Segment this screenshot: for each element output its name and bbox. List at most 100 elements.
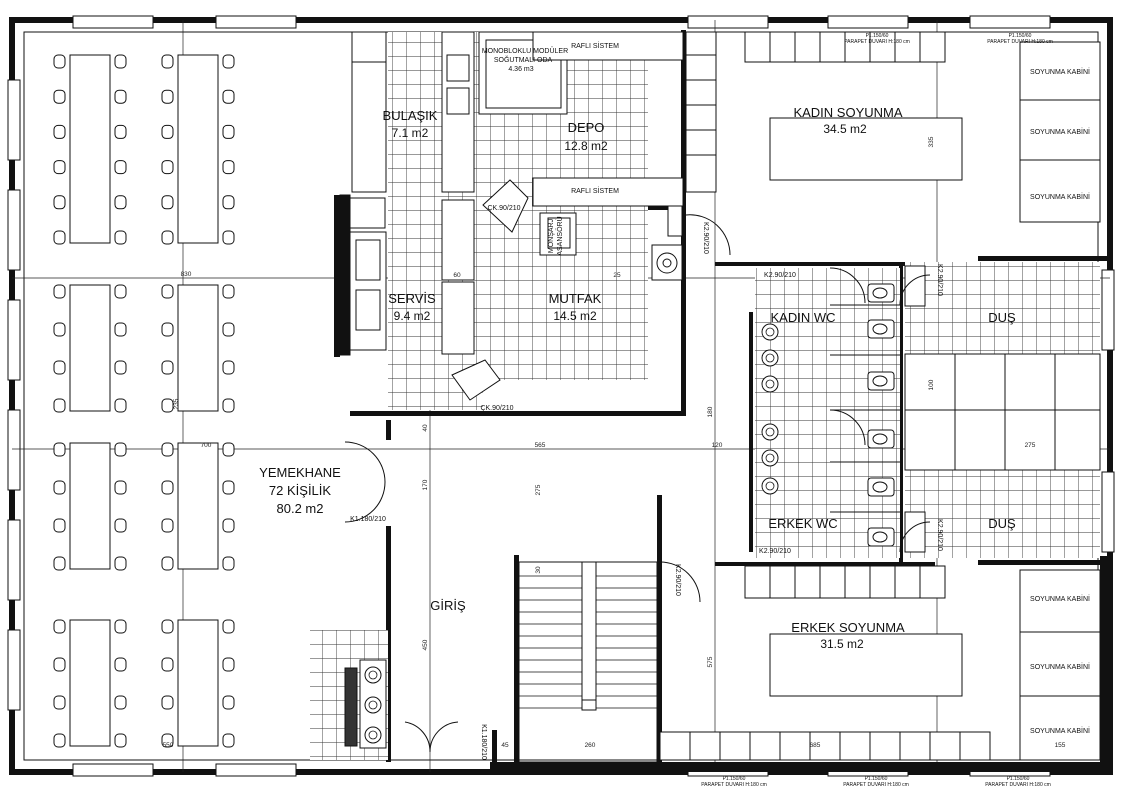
chair bbox=[222, 54, 235, 69]
dus-upper-name: DUŞ bbox=[988, 310, 1016, 325]
chair bbox=[114, 54, 127, 69]
svg-text:K2.90/210: K2.90/210 bbox=[936, 264, 943, 296]
dining-table bbox=[53, 284, 127, 413]
svg-text:RAFLI SİSTEM: RAFLI SİSTEM bbox=[571, 186, 619, 195]
chair bbox=[161, 657, 174, 672]
chair bbox=[222, 89, 235, 104]
chair bbox=[161, 322, 174, 337]
yemekhane-area: 80.2 m2 bbox=[277, 501, 324, 516]
chair bbox=[161, 195, 174, 210]
depo-name: DEPO bbox=[568, 120, 605, 135]
chair bbox=[222, 733, 235, 748]
svg-text:SOYUNMA KABİNİ: SOYUNMA KABİNİ bbox=[1030, 192, 1090, 201]
svg-text:MONOBLOKLU MODÜLER: MONOBLOKLU MODÜLER bbox=[482, 47, 568, 55]
svg-text:K2.90/210: K2.90/210 bbox=[764, 272, 796, 279]
chair bbox=[222, 657, 235, 672]
kadin-soyunma-area: 34.5 m2 bbox=[823, 122, 867, 136]
chair bbox=[222, 695, 235, 710]
svg-text:SOYUNMA KABİNİ: SOYUNMA KABİNİ bbox=[1030, 662, 1090, 671]
svg-text:K2.90/210: K2.90/210 bbox=[759, 548, 791, 555]
chair bbox=[53, 160, 66, 175]
chair bbox=[114, 619, 127, 634]
svg-text:120: 120 bbox=[712, 442, 723, 449]
stairs bbox=[518, 561, 658, 763]
chair bbox=[53, 556, 66, 571]
chair bbox=[161, 556, 174, 571]
chair bbox=[114, 518, 127, 533]
servis-area: 9.4 m2 bbox=[394, 309, 431, 323]
chair bbox=[114, 480, 127, 495]
chair bbox=[53, 284, 66, 299]
giris-name: GİRİŞ bbox=[430, 598, 466, 613]
erkek-wc-name: ERKEK WC bbox=[768, 516, 837, 531]
wash-basin bbox=[761, 423, 779, 441]
chair bbox=[222, 124, 235, 139]
svg-text:RAFLI SİSTEM: RAFLI SİSTEM bbox=[571, 41, 619, 50]
dimension-labels: 830 700 550 565 275 260 685 155 120 45 6… bbox=[163, 136, 1066, 749]
wash-basin bbox=[761, 349, 779, 367]
chair bbox=[53, 360, 66, 375]
svg-text:PARAPET DUVARI H:180 cm: PARAPET DUVARI H:180 cm bbox=[701, 782, 767, 788]
lockers bbox=[659, 31, 1101, 761]
svg-text:4.36 m3: 4.36 m3 bbox=[508, 66, 533, 73]
chair bbox=[222, 480, 235, 495]
chair bbox=[161, 124, 174, 139]
svg-text:275: 275 bbox=[535, 484, 542, 495]
chair bbox=[114, 230, 127, 245]
wash-basin bbox=[761, 323, 779, 341]
chair bbox=[53, 230, 66, 245]
svg-text:P1.150/60: P1.150/60 bbox=[865, 776, 888, 782]
door-swings bbox=[344, 214, 931, 753]
chair bbox=[114, 442, 127, 457]
chair bbox=[53, 657, 66, 672]
svg-text:P1.150/60: P1.150/60 bbox=[1007, 776, 1030, 782]
toilet bbox=[867, 371, 895, 391]
bulasik-name: BULAŞIK bbox=[383, 108, 438, 123]
chair bbox=[161, 89, 174, 104]
dus-lower-name: DUŞ bbox=[988, 516, 1016, 531]
svg-text:450: 450 bbox=[422, 639, 429, 650]
svg-text:K2.90/210: K2.90/210 bbox=[674, 564, 681, 596]
interior-walls bbox=[334, 30, 1112, 772]
dining-table bbox=[53, 442, 127, 571]
chair bbox=[114, 398, 127, 413]
chair bbox=[53, 619, 66, 634]
mutfak-name: MUTFAK bbox=[549, 291, 602, 306]
svg-text:PARAPET DUVARI H:180 cm: PARAPET DUVARI H:180 cm bbox=[844, 39, 910, 45]
stair-treads bbox=[519, 575, 657, 709]
svg-text:ASANSÖRÜ: ASANSÖRÜ bbox=[556, 216, 564, 255]
svg-text:K1.180/210: K1.180/210 bbox=[480, 724, 487, 760]
chair bbox=[161, 695, 174, 710]
chair bbox=[114, 124, 127, 139]
chair bbox=[53, 322, 66, 337]
svg-text:SOYUNMA KABİNİ: SOYUNMA KABİNİ bbox=[1030, 594, 1090, 603]
chair bbox=[222, 556, 235, 571]
entry-sink-bowls bbox=[364, 666, 382, 744]
svg-text:275: 275 bbox=[1025, 442, 1036, 449]
svg-text:P1.150/60: P1.150/60 bbox=[723, 776, 746, 782]
chair bbox=[161, 733, 174, 748]
svg-text:K1.180/210: K1.180/210 bbox=[350, 516, 386, 523]
svg-text:335: 335 bbox=[928, 136, 935, 147]
svg-text:K2.90/210: K2.90/210 bbox=[936, 519, 943, 551]
svg-text:60: 60 bbox=[453, 272, 461, 279]
svg-text:K2.90/210: K2.90/210 bbox=[702, 222, 709, 254]
chair bbox=[114, 360, 127, 375]
chair bbox=[161, 480, 174, 495]
chair bbox=[161, 230, 174, 245]
chair bbox=[161, 619, 174, 634]
kadin-soyunma-name: KADIN SOYUNMA bbox=[793, 105, 902, 120]
chair bbox=[222, 230, 235, 245]
svg-text:830: 830 bbox=[181, 271, 192, 278]
chair bbox=[222, 195, 235, 210]
toilet bbox=[867, 527, 895, 547]
svg-text:700: 700 bbox=[201, 442, 212, 449]
yemekhane-capacity: 72 KİŞİLİK bbox=[269, 483, 331, 498]
depo-area: 12.8 m2 bbox=[564, 139, 608, 153]
chair bbox=[53, 695, 66, 710]
chair bbox=[161, 398, 174, 413]
chair bbox=[222, 160, 235, 175]
svg-text:100: 100 bbox=[928, 379, 935, 390]
svg-text:260: 260 bbox=[585, 742, 596, 749]
